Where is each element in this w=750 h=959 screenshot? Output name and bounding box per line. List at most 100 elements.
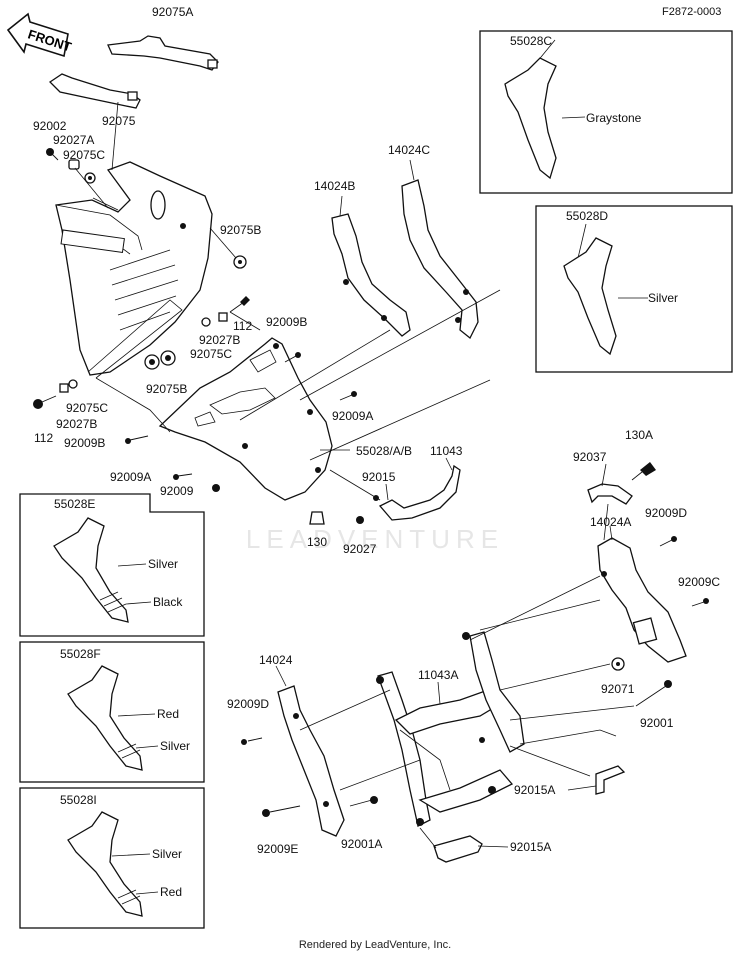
variant-box-55028d: 55028D Silver [535,205,733,373]
label-leaders [275,39,648,848]
part-label: 92009C [678,575,720,589]
part-label: 92001 [640,716,674,730]
variant-part-number: 55028F [60,647,101,661]
bolt-92009b-lower [125,435,149,444]
bolt-92009d-right [659,536,677,547]
variant-box-55028c: 55028C Graystone [479,30,733,194]
part-label: 92027B [199,333,240,347]
part-label: 92009 [160,484,194,498]
part-label: 92075 [102,114,136,128]
part-label: 92015 [362,470,396,484]
bolt-92009a-right [339,391,357,401]
part-label: 14024B [314,179,355,193]
figure-code: F2872-0003 [662,6,721,18]
part-label: 92075C [190,347,232,361]
bracket-14024a [597,537,687,663]
part-label: 92001A [341,837,382,851]
assembly-leader-lines [74,101,635,849]
clip-92015a-lower [433,835,483,863]
nut-130 [309,511,325,525]
part-label: 92009B [64,436,105,450]
part-label: 92075C [63,148,105,162]
part-label: 92009B [266,315,307,329]
variant-box-55028e: 55028E Silver Black [19,493,205,637]
part-label: 14024 [259,653,293,667]
bracket-92075 [48,73,141,109]
nut-92075c-upper [84,172,96,184]
watermark: LEADVENTURE [246,524,504,554]
part-label: 14024A [590,515,631,529]
stay-11043 [356,464,461,524]
variant-box-55028i: 55028I Silver Red [19,787,205,929]
part-label: 92009D [645,506,687,520]
variant-color-label: Silver [148,557,178,571]
part-label: 11043A [418,668,458,682]
bolt-92009b-upper [284,352,301,363]
collar-92027b-right [218,312,228,322]
variant-part-number: 55028I [60,793,97,807]
part-label: 92009A [110,470,151,484]
variant-color-label: Silver [160,739,190,753]
bolt-130a [631,462,656,481]
bracket-14024c [401,179,479,340]
bolt-92001 [635,680,672,707]
part-label: 11043 [430,444,463,458]
part-label: 92075B [146,382,187,396]
bolt-92001a [349,796,378,807]
part-label: 92009A [332,409,373,423]
bolt-92009 [212,484,220,492]
part-label: 92009D [227,697,269,711]
part-label: 92075B [220,223,261,237]
grommet-92075b-right [233,255,247,269]
part-label: 112 [233,319,252,333]
bolt-92002 [46,148,59,161]
part-label: 112 [34,431,53,445]
variant-color-label: Graystone [586,111,642,125]
bolt-92009c [691,598,709,607]
collar-92027a [68,159,80,170]
variant-color-label: Silver [648,291,678,305]
footer-credit: Rendered by LeadVenture, Inc. [298,939,452,951]
center-lower-cover-55028 [158,337,333,501]
part-label: 130A [625,428,653,442]
part-label: 92009E [257,842,298,856]
bracket-14024b [331,213,411,337]
clamp-92037 [587,483,633,505]
bolt-92009e [262,805,301,817]
part-label: 92015A [510,840,551,854]
variant-part-number: 55028E [54,497,95,511]
left-inner-fairing [55,161,213,379]
nut-92071 [611,657,625,671]
variant-color-label: Black [153,595,183,609]
bolt-92009d-left [241,737,263,745]
variant-box-55028f: 55028F Red Silver [19,641,205,783]
front-arrow-icon: FRONT [6,12,73,58]
variant-part-number: 55028D [566,209,608,223]
part-label: 92075C [66,401,108,415]
part-label: 92027A [53,133,94,147]
fairing-stay-frame-11043a [376,631,525,827]
part-label: 92027B [56,417,97,431]
grommets-92075b-lower [144,350,176,370]
bolt-112-right [229,296,250,313]
bracket-92075a [107,35,219,71]
part-label: 92037 [573,450,607,464]
part-label: 92071 [601,682,635,696]
part-label: 55028/A/B [356,444,412,458]
part-label: 92015A [514,783,555,797]
part-label: 92075A [152,5,193,19]
variant-color-label: Red [160,885,182,899]
nut-92075c-left [68,379,78,389]
variant-color-label: Silver [152,847,182,861]
part-label: 92002 [33,119,67,133]
nut-92075c-right [201,317,211,327]
variant-part-number: 55028C [510,34,552,48]
part-label: 14024C [388,143,430,157]
bolt-112-left [33,395,57,409]
part-label: 130 [307,535,327,549]
bolt-92009a-left [173,473,193,480]
collar-92027b-left [59,383,69,393]
bracket-14024 [277,685,345,837]
clip-92015a-right [595,765,626,795]
